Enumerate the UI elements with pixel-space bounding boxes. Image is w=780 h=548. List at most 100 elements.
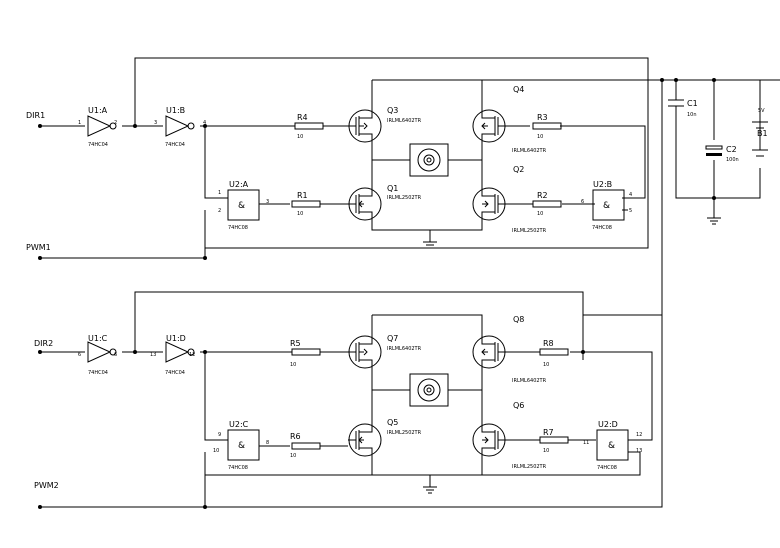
mosfet-part: IRLML6402TR xyxy=(387,118,422,124)
pin-number: 6 xyxy=(78,352,81,358)
resistor-r5: R5 10 xyxy=(290,339,321,368)
ground-symbol xyxy=(707,217,721,225)
mosfet-ref: Q1 xyxy=(387,184,398,193)
mosfet-ref: Q3 xyxy=(387,106,398,115)
inverter-part: 74HC04 xyxy=(88,370,108,376)
wires xyxy=(40,57,780,508)
mosfet-ref: Q2 xyxy=(513,165,524,174)
pin-number: 13 xyxy=(636,448,642,454)
resistor-value: 10 xyxy=(543,448,549,454)
capacitor-value: 100n xyxy=(726,157,739,163)
and-gate-u2a: & U2:A 74HC08 1 2 3 xyxy=(218,180,269,231)
net-label-dir1: DIR1 xyxy=(26,111,45,120)
gate-part: 74HC08 xyxy=(597,465,617,471)
pin-number: 2 xyxy=(114,120,117,126)
gate-ref: U2:B xyxy=(593,180,612,189)
motor-2 xyxy=(409,373,449,407)
junction-dot xyxy=(38,350,42,354)
inverter-ref: U1:B xyxy=(166,106,185,115)
junction-dot xyxy=(133,124,137,128)
mosfet-ref: Q8 xyxy=(513,315,524,324)
resistor-ref: R5 xyxy=(290,339,301,348)
mosfet-part: IRLML2502TR xyxy=(387,195,422,201)
inverter-part: 74HC04 xyxy=(165,370,185,376)
mosfet-ref: Q6 xyxy=(513,401,524,410)
pin-number: 2 xyxy=(218,208,221,214)
capacitor-c2: C2 100n xyxy=(705,145,739,163)
mosfet-q1: Q1 IRLML2502TR xyxy=(348,181,422,227)
resistor-r7: R7 10 xyxy=(539,428,569,454)
resistor-value: 10 xyxy=(537,134,543,140)
inverter-part: 74HC04 xyxy=(88,142,108,148)
junction-dot xyxy=(660,78,664,82)
battery-voltage: 5V xyxy=(758,108,765,114)
ground-symbol xyxy=(423,486,437,494)
inverter-u1d: U1:D 74HC04 13 12 xyxy=(150,334,195,376)
junction-dot xyxy=(203,350,207,354)
pin-number: 11 xyxy=(583,440,589,446)
and-gate-u2d: & U2:D 74HC08 12 13 11 xyxy=(583,420,642,471)
inverter-u1a: U1:A 74HC04 1 2 xyxy=(78,106,117,148)
net-label-pwm1: PWM1 xyxy=(26,243,51,252)
pin-number: 12 xyxy=(189,352,195,358)
pin-number: 4 xyxy=(203,120,206,126)
resistor-ref: R6 xyxy=(290,432,301,441)
mosfet-q2: Q2 IRLML2502TR xyxy=(472,165,547,234)
pin-number: 3 xyxy=(154,120,157,126)
junction-dot xyxy=(203,124,207,128)
pin-number: 4 xyxy=(629,192,632,198)
pin-number: 13 xyxy=(150,352,156,358)
junction-dot xyxy=(133,350,137,354)
net-label-pwm2: PWM2 xyxy=(34,481,59,490)
pin-number: 3 xyxy=(266,199,269,205)
inverter-ref: U1:C xyxy=(88,334,108,343)
mosfet-q5: Q5 IRLML2502TR xyxy=(348,412,422,458)
junction-dot xyxy=(203,505,207,509)
resistor-ref: R3 xyxy=(537,113,548,122)
capacitor-c1: C1 10n xyxy=(668,99,698,118)
and-gate-u2c: & U2:C 74HC08 9 10 8 xyxy=(213,420,269,471)
mosfet-part: IRLML2502TR xyxy=(512,228,547,234)
junctions xyxy=(38,78,716,509)
gate-symbol: & xyxy=(608,441,615,451)
junction-dot xyxy=(203,256,207,260)
mosfet-q7: Q7 IRLML6402TR xyxy=(348,330,422,375)
pin-number: 1 xyxy=(78,120,81,126)
mosfet-part: IRLML6402TR xyxy=(387,346,422,352)
pin-number: 6 xyxy=(114,352,117,358)
resistor-ref: R7 xyxy=(543,428,554,437)
resistor-r3: R3 10 xyxy=(532,113,562,140)
resistor-r1: R1 10 xyxy=(291,191,321,217)
mosfet-part: IRLML2502TR xyxy=(387,430,422,436)
resistor-value: 10 xyxy=(290,453,296,459)
mosfet-q3: Q3 IRLML6402TR xyxy=(348,103,422,148)
junction-dot xyxy=(712,78,716,82)
battery-ref: B1 xyxy=(757,129,768,138)
inverter-part: 74HC04 xyxy=(165,142,185,148)
mosfet-q4: Q4 IRLML6402TR xyxy=(472,85,547,154)
gate-ref: U2:D xyxy=(598,420,618,429)
resistor-ref: R1 xyxy=(297,191,308,200)
resistor-r4: R4 10 xyxy=(294,113,324,140)
resistor-ref: R8 xyxy=(543,339,554,348)
net-label-dir2: DIR2 xyxy=(34,339,53,348)
resistor-value: 10 xyxy=(290,362,296,368)
resistor-r8: R8 10 xyxy=(539,339,569,368)
capacitor-ref: C2 xyxy=(726,145,737,154)
mosfet-part: IRLML6402TR xyxy=(512,148,547,154)
junction-dot xyxy=(38,256,42,260)
gate-symbol: & xyxy=(238,201,245,211)
pin-number: 9 xyxy=(218,432,221,438)
resistor-ref: R2 xyxy=(537,191,548,200)
gate-part: 74HC08 xyxy=(228,465,248,471)
resistor-ref: R4 xyxy=(297,113,308,122)
inverter-u1c: U1:C 74HC04 6 6 xyxy=(78,334,117,376)
mosfet-q8: Q8 IRLML6402TR xyxy=(472,315,547,384)
capacitor-value: 10n xyxy=(687,112,697,118)
pin-number: 8 xyxy=(266,440,269,446)
capacitor-ref: C1 xyxy=(687,99,698,108)
junction-dot xyxy=(581,350,585,354)
resistor-value: 10 xyxy=(297,134,303,140)
gate-ref: U2:A xyxy=(229,180,249,189)
